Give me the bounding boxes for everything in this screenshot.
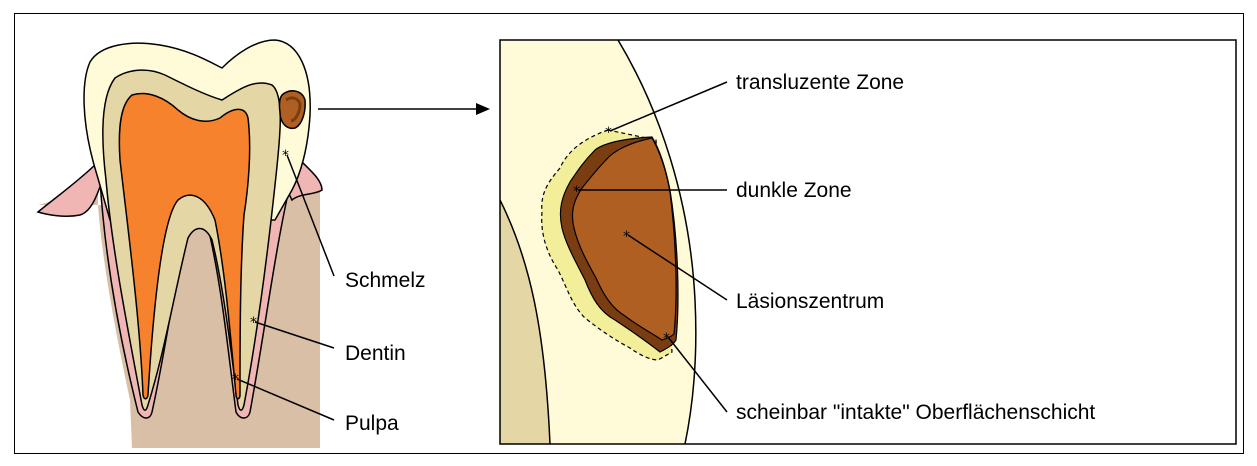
gingiva-left <box>38 162 104 216</box>
svg-text:*: * <box>605 125 612 141</box>
zoom-arrow <box>318 103 490 115</box>
label-dunkle-zone: dunkle Zone <box>736 179 852 202</box>
label-oberflaechenschicht: scheinbar "intakte" Oberflächenschicht <box>736 401 1095 424</box>
svg-text:*: * <box>232 372 239 388</box>
zoom-panel <box>500 40 1236 444</box>
label-schmelz: Schmelz <box>345 269 426 292</box>
svg-text:*: * <box>250 315 257 331</box>
svg-text:*: * <box>663 331 670 347</box>
svg-text:*: * <box>623 229 630 245</box>
tooth-illustration <box>38 40 322 448</box>
svg-text:*: * <box>282 148 289 164</box>
label-pulpa: Pulpa <box>345 412 399 435</box>
label-dentin: Dentin <box>345 342 406 365</box>
svg-text:*: * <box>573 184 580 200</box>
label-laesionszentrum: Läsionszentrum <box>736 290 884 313</box>
label-transluzente-zone: transluzente Zone <box>736 71 904 94</box>
